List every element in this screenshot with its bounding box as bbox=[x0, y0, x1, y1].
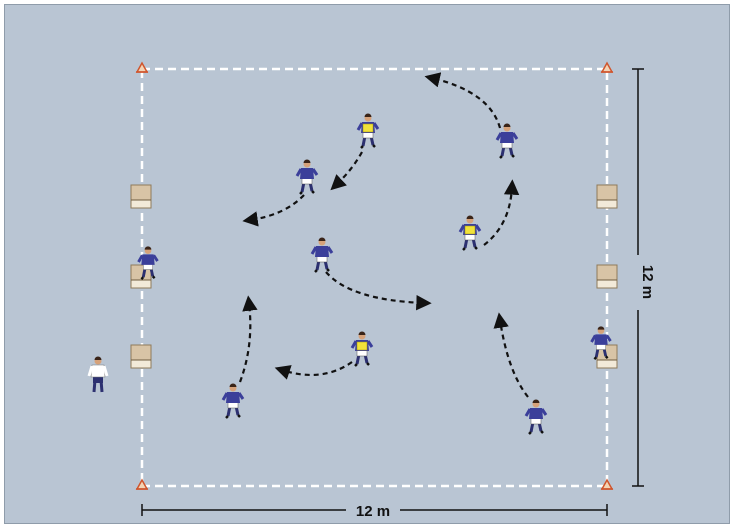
box-icon bbox=[131, 345, 151, 368]
arrow-icon bbox=[250, 195, 304, 220]
arrow-icon bbox=[484, 187, 512, 245]
width-label: 12 m bbox=[356, 503, 390, 520]
arrow-icon bbox=[432, 78, 500, 128]
arrow-icon bbox=[240, 303, 250, 382]
coach-icon bbox=[89, 357, 107, 393]
arrow-icon bbox=[500, 320, 528, 397]
player-icon bbox=[223, 384, 243, 419]
player-icon bbox=[358, 114, 378, 149]
movement-arrows bbox=[240, 78, 528, 397]
player-icon bbox=[497, 124, 517, 159]
box-icon bbox=[597, 185, 617, 208]
arrow-icon bbox=[282, 362, 352, 375]
player-icon bbox=[460, 216, 480, 251]
cone-icon bbox=[601, 480, 613, 489]
player-icon bbox=[312, 238, 332, 273]
player-icon bbox=[526, 400, 546, 435]
width-dimension: 12 m bbox=[142, 503, 607, 520]
arrow-icon bbox=[326, 272, 424, 303]
height-label: 12 m bbox=[639, 265, 656, 299]
arrow-icon bbox=[336, 152, 362, 185]
height-dimension: 12 m bbox=[632, 69, 656, 486]
box-icon bbox=[597, 265, 617, 288]
box-icon bbox=[131, 185, 151, 208]
player-icon bbox=[352, 332, 372, 367]
cone-icon bbox=[136, 480, 148, 489]
player-icon bbox=[297, 160, 317, 195]
cone-icon bbox=[136, 63, 148, 72]
cone-icon bbox=[601, 63, 613, 72]
